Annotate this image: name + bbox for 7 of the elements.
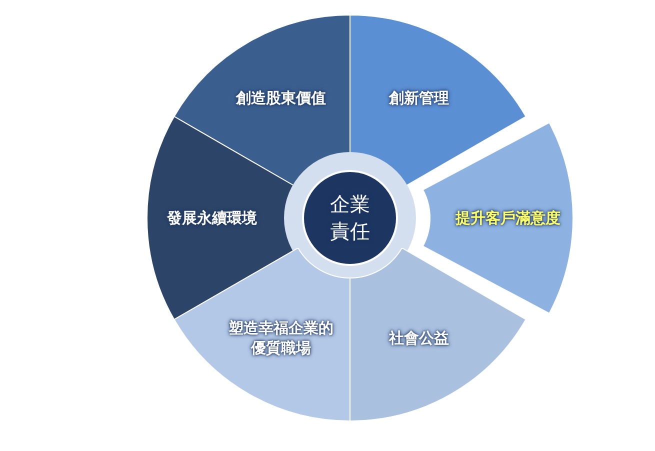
- segment-label: 提升客戶滿意度: [454, 208, 562, 228]
- segment-label: 塑造幸福企業的優質職場: [228, 317, 334, 358]
- segment-label: 社會公益: [388, 327, 450, 348]
- segment-label: 創造股東價值: [234, 88, 327, 109]
- center-label: 企業責任: [329, 191, 371, 245]
- segment-label: 創新管理: [388, 88, 450, 109]
- segment-label: 發展永續環境: [166, 208, 258, 228]
